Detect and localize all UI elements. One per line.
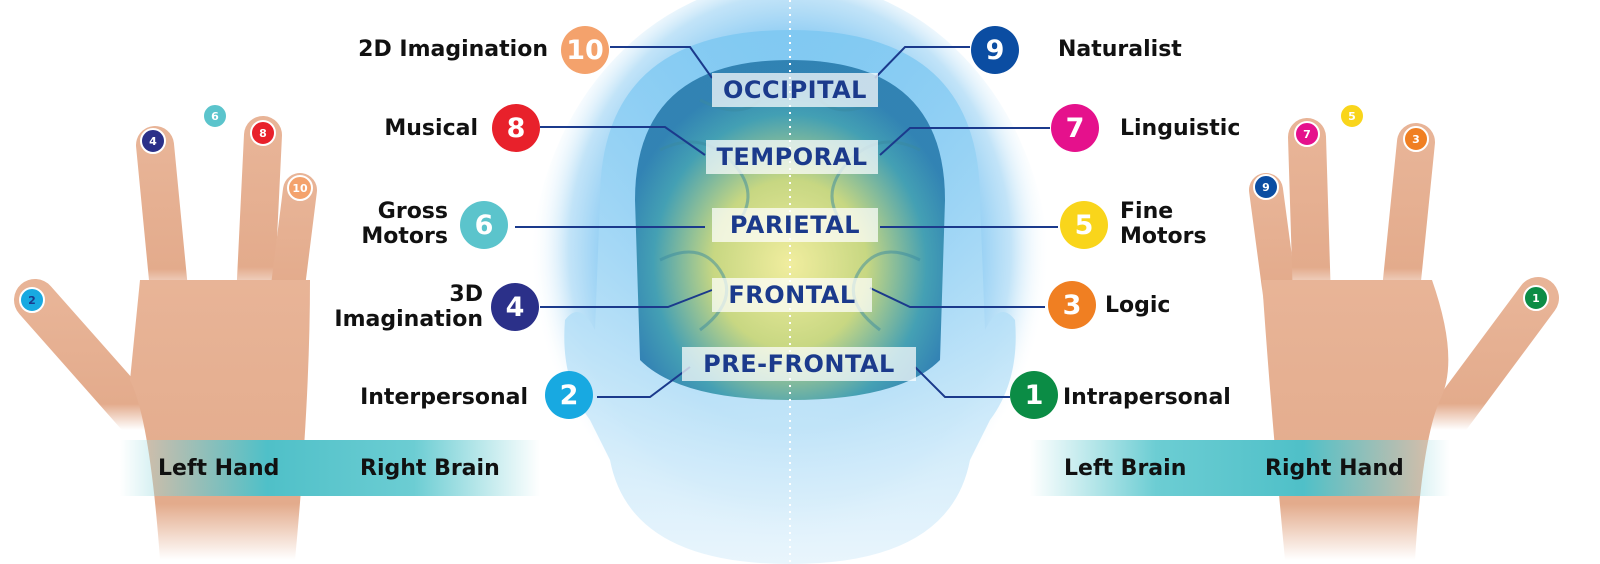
label-line: Gross	[377, 199, 448, 224]
lobe-parietal: PARIETAL	[712, 208, 878, 242]
badge-4: 4	[491, 283, 539, 331]
bar-label-left-brain: Left Brain	[1064, 455, 1187, 481]
badge-3: 3	[1048, 281, 1096, 329]
finger-dot-10: 10	[287, 175, 313, 201]
badge-9: 9	[971, 26, 1019, 74]
bar-label-right-brain: Right Brain	[360, 455, 500, 481]
finger-dot-9: 9	[1253, 174, 1279, 200]
badge-10: 10	[561, 26, 609, 74]
label-interpersonal: Interpersonal	[360, 385, 528, 410]
label-intrapersonal: Intrapersonal	[1063, 385, 1231, 410]
finger-dot-4: 4	[140, 128, 166, 154]
label-line: Motors	[1120, 224, 1207, 249]
lobe-pre-frontal: PRE-FRONTAL	[682, 347, 916, 381]
label-line: Imagination	[334, 307, 483, 332]
badge-7: 7	[1051, 104, 1099, 152]
label-line: Fine	[1120, 199, 1174, 224]
label-logic: Logic	[1105, 293, 1171, 318]
finger-dot-2: 2	[19, 287, 45, 313]
left-brain-right-hand-bar: Left Brain Right Hand	[1030, 440, 1450, 496]
lobe-temporal: TEMPORAL	[706, 140, 878, 174]
finger-dot-8: 8	[250, 120, 276, 146]
label-naturalist: Naturalist	[1058, 37, 1182, 62]
lobe-occipital: OCCIPITAL	[712, 73, 878, 107]
label-line: Motors	[361, 224, 448, 249]
badge-8: 8	[492, 104, 540, 152]
badge-5: 5	[1060, 201, 1108, 249]
label-2d-imagination: 2D Imagination	[358, 37, 548, 62]
finger-dot-3: 3	[1403, 126, 1429, 152]
finger-dot-5: 5	[1339, 103, 1365, 129]
badge-1: 1	[1010, 371, 1058, 419]
lobe-frontal: FRONTAL	[712, 278, 872, 312]
bar-label-left-hand: Left Hand	[158, 455, 280, 481]
badge-2: 2	[545, 371, 593, 419]
finger-dot-6: 6	[202, 103, 228, 129]
finger-dot-7: 7	[1294, 121, 1320, 147]
badge-6: 6	[460, 201, 508, 249]
finger-dot-1: 1	[1523, 285, 1549, 311]
label-line: 3D	[449, 282, 483, 307]
label-linguistic: Linguistic	[1120, 116, 1241, 141]
left-hand-right-brain-bar: Left Hand Right Brain	[120, 440, 540, 496]
label-musical: Musical	[384, 116, 478, 141]
bar-label-right-hand: Right Hand	[1265, 455, 1404, 481]
